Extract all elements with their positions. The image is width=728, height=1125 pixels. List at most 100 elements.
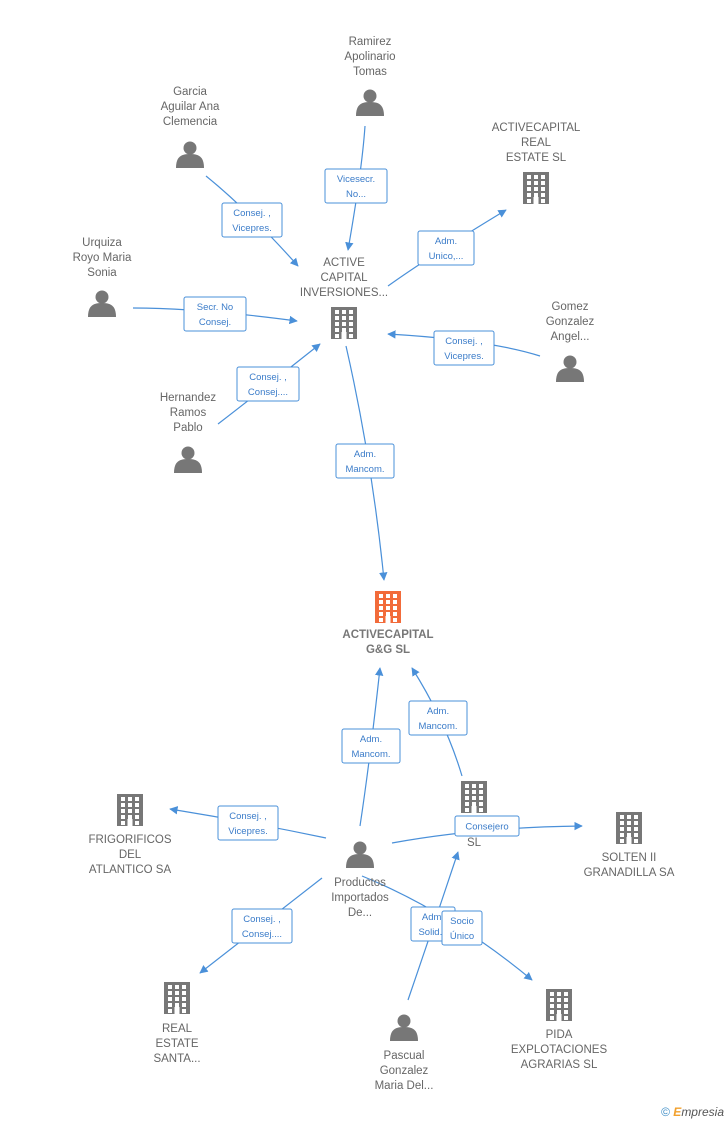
building-icon[interactable] [117, 794, 143, 826]
node-label[interactable]: SL [467, 837, 482, 849]
node-label[interactable]: De... [348, 907, 372, 919]
edge-label-box[interactable] [341, 728, 401, 764]
node-label[interactable]: CAPITAL [320, 272, 368, 284]
person-icon[interactable] [390, 1014, 418, 1042]
node-label[interactable]: Sonia [87, 267, 117, 279]
edge-label-box[interactable] [221, 202, 283, 238]
node-label[interactable]: Importados [331, 892, 389, 904]
node-label[interactable]: FRIGORIFICOS [88, 834, 171, 846]
edge-label-productos-to-real_estate_santa[interactable]: Consej. ,Consej.... [231, 908, 293, 944]
building-icon[interactable] [616, 812, 642, 844]
person-icon[interactable] [346, 841, 374, 869]
node-productos[interactable]: ProductosImportadosDe... [331, 841, 389, 920]
node-label[interactable]: Gonzalez [546, 316, 595, 328]
node-label[interactable]: G&G SL [366, 644, 410, 656]
edge-label-active_capital_inv-to-activecapital_real[interactable]: Adm.Unico,... [417, 230, 475, 266]
node-activecapital_gg[interactable]: ACTIVECAPITAL G&G SL [342, 591, 434, 656]
building-icon[interactable] [331, 307, 357, 339]
brand-logo[interactable]: Empresia [673, 1105, 724, 1119]
node-label[interactable]: Tomas [353, 66, 387, 78]
node-gomez[interactable]: GomezGonzalezAngel... [546, 301, 595, 382]
node-label[interactable]: ACTIVE [323, 257, 365, 269]
node-label[interactable]: ACTIVECAPITAL [342, 629, 433, 641]
building-icon[interactable] [375, 591, 401, 623]
node-pida[interactable]: PIDA EXPLOTACIONES AGRARIAS SL [511, 989, 608, 1071]
node-label[interactable]: Ramirez [349, 36, 392, 48]
node-ca_sl[interactable]: CASL [461, 781, 487, 849]
node-label[interactable]: Maria Del... [375, 1080, 434, 1092]
node-label[interactable]: Productos [334, 877, 386, 889]
node-label[interactable]: SOLTEN II [602, 852, 657, 864]
person-icon[interactable] [356, 89, 384, 117]
node-label[interactable]: SANTA... [153, 1053, 200, 1065]
edge-label-box[interactable] [454, 815, 520, 837]
edge-label-active_capital_inv-to-activecapital_gg[interactable]: Adm.Mancom. [335, 443, 395, 479]
node-label[interactable]: GRANADILLA SA [584, 867, 675, 879]
node-label[interactable]: Ramos [170, 407, 207, 419]
node-active_capital_inv[interactable]: ACTIVE CAPITAL INVERSIONES... [300, 257, 388, 339]
node-label[interactable]: INVERSIONES... [300, 287, 388, 299]
node-label[interactable]: ESTATE [155, 1038, 198, 1050]
person-icon[interactable] [174, 446, 202, 474]
node-label[interactable]: Gomez [551, 301, 588, 313]
person-icon[interactable] [556, 355, 584, 383]
person-icon[interactable] [88, 290, 116, 318]
node-label[interactable]: PIDA [546, 1029, 573, 1041]
node-label[interactable]: Royo Maria [73, 252, 132, 264]
edge-label-gomez-to-active_capital_inv[interactable]: Consej. ,Vicepres. [433, 330, 495, 366]
edge-label-box[interactable] [441, 910, 483, 946]
node-label[interactable]: ACTIVECAPITAL [492, 122, 581, 134]
node-label[interactable]: REAL [162, 1023, 193, 1035]
node-label[interactable]: Aguilar Ana [161, 101, 220, 113]
node-label[interactable]: Apolinario [344, 51, 395, 63]
node-label[interactable]: Hernandez [160, 392, 217, 404]
node-label[interactable]: Pascual [384, 1050, 425, 1062]
edge-label-productos-to-frigorificos[interactable]: Consej. ,Vicepres. [217, 805, 279, 841]
edge-label-ca_sl-to-activecapital_gg[interactable]: Adm.Mancom. [408, 700, 468, 736]
edge-label-garcia-to-active_capital_inv[interactable]: Consej. ,Vicepres. [221, 202, 283, 238]
edge-label-productos-to-activecapital_gg[interactable]: Adm.Mancom. [341, 728, 401, 764]
edge-label-ramirez-to-active_capital_inv[interactable]: Vicesecr.No... [324, 168, 388, 204]
node-frigorificos[interactable]: FRIGORIFICOS DEL ATLANTICO SA [88, 794, 172, 876]
edge-label-box[interactable] [231, 908, 293, 944]
node-label[interactable]: Clemencia [163, 116, 218, 128]
node-label[interactable]: Angel... [551, 331, 590, 343]
edge-label-box[interactable] [236, 366, 300, 402]
edge-label-box[interactable] [417, 230, 475, 266]
building-icon[interactable] [164, 982, 190, 1014]
node-label[interactable]: REAL [521, 137, 552, 149]
node-label[interactable]: Garcia [173, 86, 207, 98]
node-solten[interactable]: SOLTEN II GRANADILLA SA [584, 812, 675, 879]
node-real_estate_santa[interactable]: REAL ESTATE SANTA... [153, 982, 201, 1065]
footer-brand[interactable]: © Empresia [661, 1105, 724, 1119]
node-label[interactable]: Urquiza [82, 237, 122, 249]
edge-label-hernandez-to-active_capital_inv[interactable]: Consej. ,Consej.... [236, 366, 300, 402]
edge-label-box[interactable] [324, 168, 388, 204]
edge-label-box[interactable] [217, 805, 279, 841]
node-label[interactable]: Pablo [173, 422, 202, 434]
edge-label-box[interactable] [183, 296, 247, 332]
node-label[interactable]: ESTATE SL [506, 152, 567, 164]
edge-label-text: Vicepres. [444, 351, 483, 362]
edge-label-productos-to-solten[interactable]: Consejero [454, 815, 520, 837]
edge-label-box[interactable] [433, 330, 495, 366]
node-label[interactable]: ATLANTICO SA [89, 864, 172, 876]
building-icon[interactable] [523, 172, 549, 204]
node-label[interactable]: DEL [119, 849, 142, 861]
building-icon[interactable] [546, 989, 572, 1021]
node-label[interactable]: Gonzalez [380, 1065, 429, 1077]
building-icon[interactable] [461, 781, 487, 813]
edge-label-box[interactable] [335, 443, 395, 479]
person-icon[interactable] [176, 141, 204, 169]
edge-label-box[interactable] [408, 700, 468, 736]
node-label[interactable]: EXPLOTACIONES [511, 1044, 608, 1056]
node-label[interactable]: AGRARIAS SL [521, 1059, 598, 1071]
node-activecapital_real[interactable]: ACTIVECAPITAL REAL ESTATE SL [492, 122, 581, 204]
